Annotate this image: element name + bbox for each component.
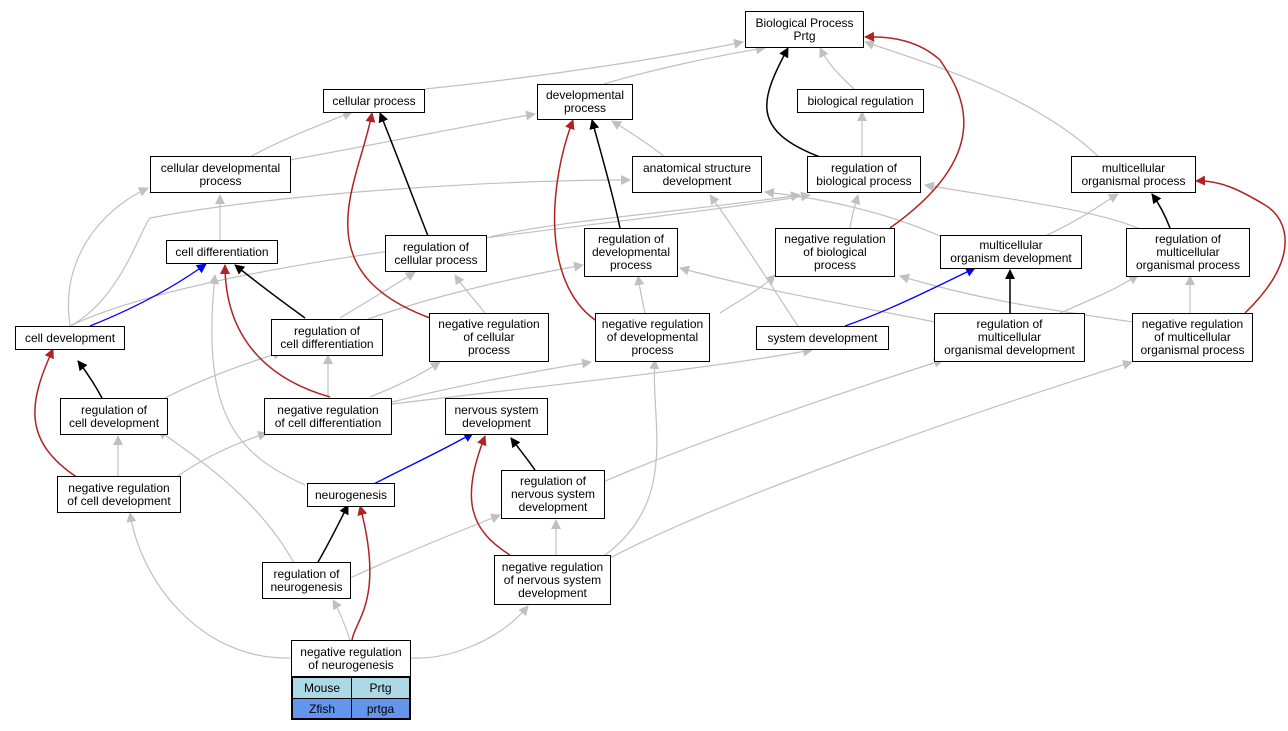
node-cellular-developmental-process[interactable]: cellular developmental process — [150, 156, 291, 193]
node-multicellular-organismal-process[interactable]: multicellular organismal process — [1071, 156, 1196, 193]
node-negative-regulation-of-cell-development[interactable]: negative regulation of cell development — [57, 476, 181, 513]
node-regulation-of-cell-differentiation[interactable]: regulation of cell differentiation — [271, 319, 383, 356]
node-biological-regulation[interactable]: biological regulation — [797, 89, 924, 113]
node-cellular-process[interactable]: cellular process — [323, 89, 425, 113]
legend-cell-zfish: Zfish — [292, 698, 352, 719]
node-regulation-of-biological-process[interactable]: regulation of biological process — [807, 156, 921, 193]
node-regulation-of-nervous-system-development[interactable]: regulation of nervous system development — [501, 470, 605, 519]
node-system-development[interactable]: system development — [756, 326, 889, 350]
node-neurogenesis[interactable]: neurogenesis — [307, 483, 395, 507]
legend-cell-mouse: Mouse — [292, 677, 352, 699]
node-regulation-of-multicellular-organismal-development[interactable]: regulation of multicellular organismal d… — [934, 313, 1085, 362]
node-regulation-of-multicellular-organismal-process[interactable]: regulation of multicellular organismal p… — [1126, 228, 1250, 277]
legend-cell-prtg: Prtg — [351, 677, 410, 699]
blue-edges — [89, 263, 976, 486]
node-biological-process[interactable]: Biological Process Prtg — [745, 11, 864, 48]
node-regulation-of-cell-development[interactable]: regulation of cell development — [60, 398, 168, 435]
node-negative-regulation-of-cellular-process[interactable]: negative regulation of cellular process — [429, 313, 549, 362]
species-legend: Mouse Prtg Zfish prtga — [291, 676, 411, 720]
node-negative-regulation-of-neurogenesis[interactable]: negative regulation of neurogenesis — [291, 640, 411, 677]
node-negative-regulation-of-multicellular-organismal-process[interactable]: negative regulation of multicellular org… — [1132, 313, 1253, 362]
red-edges — [34, 31, 1286, 641]
node-negative-regulation-of-developmental-process[interactable]: negative regulation of developmental pro… — [595, 313, 710, 362]
node-regulation-of-developmental-process[interactable]: regulation of developmental process — [584, 228, 678, 277]
black-edges — [77, 47, 1171, 563]
gray-edges — [68, 38, 1195, 659]
node-cell-development[interactable]: cell development — [15, 326, 125, 350]
legend-cell-prtga: prtga — [351, 698, 410, 719]
node-negative-regulation-of-biological-process[interactable]: negative regulation of biological proces… — [775, 228, 895, 277]
node-negative-regulation-of-nervous-system-development[interactable]: negative regulation of nervous system de… — [494, 555, 611, 605]
node-developmental-process[interactable]: developmental process — [537, 84, 633, 120]
node-anatomical-structure-development[interactable]: anatomical structure development — [632, 156, 762, 193]
node-multicellular-organism-development[interactable]: multicellular organism development — [940, 235, 1082, 269]
node-negative-regulation-of-cell-differentiation[interactable]: negative regulation of cell differentiat… — [264, 398, 392, 435]
node-regulation-of-neurogenesis[interactable]: regulation of neurogenesis — [262, 562, 351, 599]
node-nervous-system-development[interactable]: nervous system development — [445, 398, 548, 435]
node-cell-differentiation[interactable]: cell differentiation — [166, 240, 278, 264]
node-regulation-of-cellular-process[interactable]: regulation of cellular process — [385, 235, 487, 272]
